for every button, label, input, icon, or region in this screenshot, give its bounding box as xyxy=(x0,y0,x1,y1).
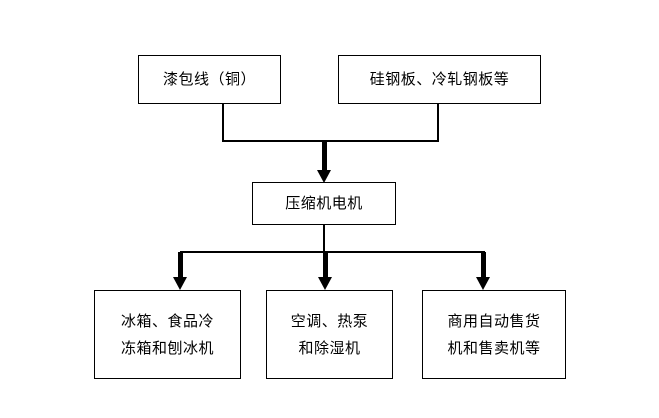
node-hvac-label: 空调、热泵 和除湿机 xyxy=(290,312,369,357)
node-refrigeration-label: 冰箱、食品冷 冻箱和刨冰机 xyxy=(120,312,214,357)
arrow-to-hvac-shaft xyxy=(323,252,328,282)
connector-compressor-motor-stem xyxy=(323,225,325,253)
node-compressor-motor-label: 压缩机电机 xyxy=(285,194,363,213)
arrow-to-compressor-motor-head xyxy=(317,170,331,183)
node-hvac[interactable]: 空调、热泵 和除湿机 xyxy=(266,290,393,379)
node-refrigeration[interactable]: 冰箱、食品冷 冻箱和刨冰机 xyxy=(94,290,241,379)
node-vending[interactable]: 商用自动售货 机和售卖机等 xyxy=(422,290,566,379)
arrow-to-vending-head xyxy=(476,277,490,290)
node-enameled-wire-label: 漆包线（铜） xyxy=(162,70,256,89)
node-steel-plate[interactable]: 硅钢板、冷轧钢板等 xyxy=(338,55,541,104)
arrow-to-vending-shaft xyxy=(481,252,486,282)
connector-merge-bar xyxy=(222,140,439,142)
node-enameled-wire[interactable]: 漆包线（铜） xyxy=(138,55,281,104)
arrow-to-refrigeration-shaft xyxy=(178,252,183,282)
connector-fanout-bar xyxy=(180,251,485,253)
node-steel-plate-label: 硅钢板、冷轧钢板等 xyxy=(369,70,510,89)
arrow-to-compressor-motor-shaft xyxy=(322,141,327,175)
node-compressor-motor[interactable]: 压缩机电机 xyxy=(252,182,396,225)
connector-steel-plate-drop xyxy=(437,104,439,142)
arrow-to-hvac-head xyxy=(318,277,332,290)
connector-enameled-wire-drop xyxy=(222,104,224,142)
node-vending-label: 商用自动售货 机和售卖机等 xyxy=(447,312,541,357)
arrow-to-refrigeration-head xyxy=(173,277,187,290)
